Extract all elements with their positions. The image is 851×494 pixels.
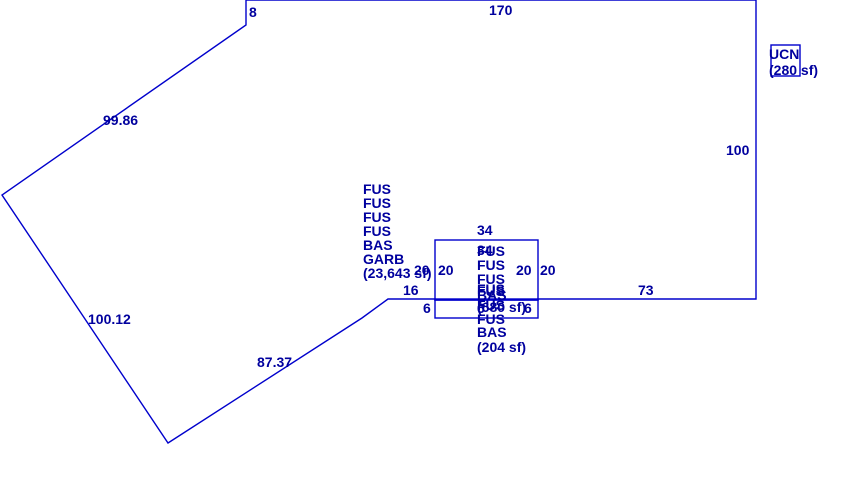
- ucn-line: UCN: [769, 46, 799, 62]
- main-area-line: BAS: [363, 237, 393, 253]
- lower-addition-outline: [434, 298, 539, 319]
- dimension-lower-left: 100.12: [88, 311, 131, 327]
- main-area-line: FUS: [363, 223, 391, 239]
- upper-box-line: FUS: [477, 281, 505, 297]
- lower-box-sqft: (204 sf): [477, 339, 526, 355]
- lower-box-label: FUS FUS FUS BAS (204 sf): [477, 283, 526, 355]
- dimension-box-right-outer: 20: [540, 262, 556, 278]
- upper-box-line: FUS: [477, 271, 505, 287]
- lower-box-line: BAS: [477, 324, 507, 340]
- upper-box-line: FUS: [477, 257, 505, 273]
- dimension-lower-box-right: 6: [524, 300, 532, 316]
- dimension-right: 100: [726, 142, 750, 158]
- dimension-lower-box-left: 6: [477, 300, 485, 316]
- dimension-box-top-inner: 34: [477, 242, 493, 258]
- ucn-outline: [770, 44, 801, 77]
- ucn-sqft: (280 sf): [769, 62, 818, 78]
- upper-box-label: FUS FUS FUS FUS BAS (680 sf): [477, 243, 526, 315]
- lower-box-line: FUS: [477, 311, 505, 327]
- dimension-box-right-inner: 20: [516, 262, 532, 278]
- dimension-top-left-short: 8: [249, 4, 257, 20]
- main-area-sqft: (23,643 sf): [363, 265, 431, 281]
- dimension-bottom-diagonal: 87.37: [257, 354, 292, 370]
- dimension-box-left-inner: 20: [438, 262, 454, 278]
- upper-box-line: FUS: [477, 243, 505, 259]
- lower-box-line: FUS: [477, 297, 505, 313]
- dimension-bottom-right: 73: [638, 282, 654, 298]
- upper-box-sqft: (680 sf): [477, 299, 526, 315]
- upper-box-line: BAS: [477, 287, 507, 303]
- dimension-top: 170: [489, 2, 513, 18]
- dimension-notch-step: 16: [403, 282, 419, 298]
- main-area-line: GARB: [363, 251, 404, 267]
- main-area-line: FUS: [363, 195, 391, 211]
- main-area-line: FUS: [363, 209, 391, 225]
- dimension-box-top: 34: [477, 222, 493, 238]
- dimension-notch-drop: 6: [423, 300, 431, 316]
- dimension-box-left-outer: 20: [414, 262, 430, 278]
- main-area-line: FUS: [363, 181, 391, 197]
- lower-box-line: FUS: [477, 283, 505, 299]
- dimension-upper-left-diagonal: 99.86: [103, 112, 138, 128]
- main-area-label: FUS FUS FUS FUS BAS GARB (23,643 sf): [363, 181, 431, 281]
- upper-addition-outline: [434, 239, 539, 301]
- ucn-label: UCN (280 sf): [769, 46, 818, 78]
